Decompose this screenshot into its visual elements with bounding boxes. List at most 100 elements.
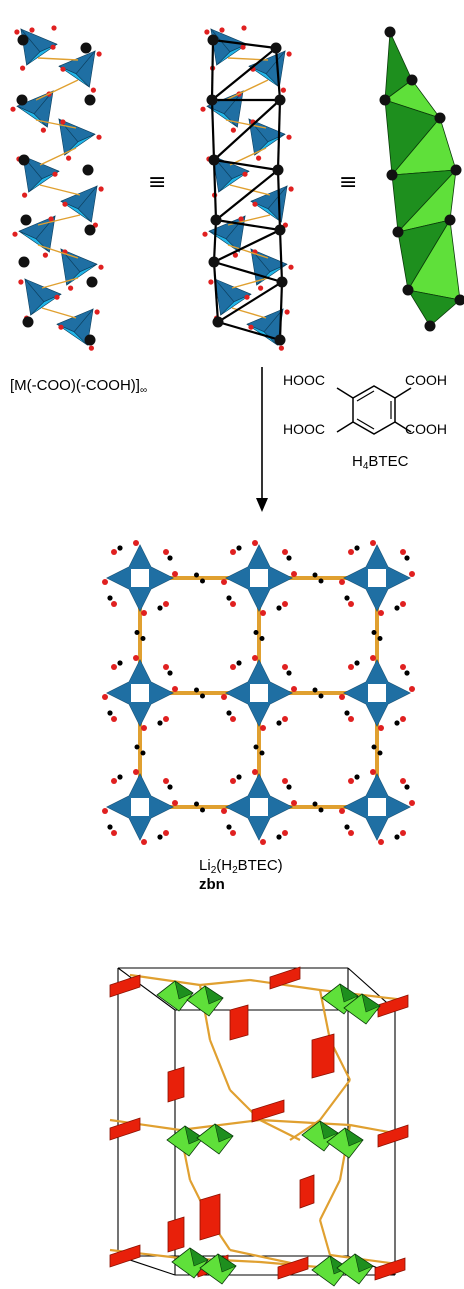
linker-bond [39,184,81,196]
carbon-atom [117,774,123,780]
topology-linker [179,1118,261,1132]
carbon-atom [312,687,318,693]
carbon-atom [377,636,383,641]
red-face [251,1099,285,1123]
carbon-atom [212,316,224,328]
zigzag-edge [212,219,218,263]
oxygen-atom [200,106,206,112]
oxygen-atom [133,655,139,661]
carbon-atom [404,670,410,676]
green-cluster [336,1253,374,1285]
carbon-atom [272,164,284,176]
red-face [109,1244,141,1268]
oxygen-atom [62,201,68,207]
oxygen-atom [230,601,236,607]
oxygen-atom [22,192,28,198]
tetrahedron-face [212,154,233,193]
green-cluster-face [344,1127,364,1147]
oxygen-atom [54,294,60,300]
carbon-atom [404,784,410,790]
zigzag-edge [213,260,283,284]
topology-linker [129,973,201,987]
oxygen-atom [51,25,57,31]
topology-linker [109,1118,181,1132]
oxygen-atom [163,716,169,722]
topology-linker [319,1179,341,1221]
cell-edge [117,967,176,1011]
carbon-atom [450,164,462,176]
linker-bond [229,184,271,196]
carbon-atom [134,630,140,635]
oxygen-atom [260,839,266,845]
carbon-atom [200,578,205,584]
oxygen-atom [172,686,178,692]
oxygen-atom [90,87,96,93]
oxygen-atom [12,231,18,237]
red-face [167,1066,185,1103]
carbon-atom [394,720,400,726]
carbon-atom [276,276,288,288]
oxygen-atom [348,778,354,784]
carbon-atom [134,744,140,750]
carbon-atom [200,807,205,813]
carbon-atom [20,214,32,226]
tetrahedron-face [267,184,288,223]
carbon-atom [194,572,199,578]
oxygen-atom [339,808,345,814]
carbon-atom [394,834,400,840]
polyhedral-chain-middle [200,25,294,351]
oxygen-atom [400,549,406,555]
linker-bond [41,277,79,289]
oxygen-atom [102,808,108,814]
oxygen-atom [163,664,169,670]
carbon-atom [404,555,410,561]
chain-formula-main: [M(-COO)(-COOH)] [10,377,140,394]
carbon-atom [16,94,28,106]
oxygen-atom [378,725,384,731]
carbon-atom [394,605,400,611]
product-prefix: Li [199,857,211,874]
carbon-atom [318,693,324,699]
zigzag-edge [213,158,279,172]
oxygen-atom [18,279,24,285]
oxygen-atom [282,664,288,670]
carbon-atom [424,320,436,332]
carbon-atom [454,294,464,306]
carbon-atom [344,710,350,716]
red-face [109,1117,141,1141]
red-face [377,994,409,1018]
green-cluster-face [217,1253,237,1273]
zigzag-edge [215,218,281,232]
carbon-atom [377,750,383,756]
carbon-atom [157,720,163,726]
carbon-atom [167,784,173,790]
oxygen-atom [94,309,100,315]
topology-linker [208,1039,232,1091]
ligand-hooc-bottom-left: HOOC [283,421,325,437]
oxygen-atom [98,264,104,270]
carbon-atom [274,224,286,236]
carbon-atom [354,774,360,780]
zigzag-edge [215,169,279,221]
oxygen-atom [400,664,406,670]
oxygen-atom [370,655,376,661]
oxygen-atom [286,51,292,57]
oxygen-atom [111,549,117,555]
oxygen-atom [282,830,288,836]
oxygen-atom [111,778,117,784]
oxygen-atom [248,324,254,330]
channel-pore [250,569,268,587]
carbon-atom [379,94,391,106]
carbon-atom [274,334,286,346]
product-sub1: 2 [210,865,217,876]
carbon-atom [208,154,220,166]
oxygen-atom [252,769,258,775]
tetrahedron-face [75,49,96,88]
chain-formula-label: [M(-COO)(-COOH)]∞ [10,377,147,396]
linker-bond [41,307,77,319]
oxygen-atom [40,127,47,133]
topology-linker [249,978,321,992]
oxygen-atom [348,716,354,722]
oxygen-atom [291,686,297,692]
